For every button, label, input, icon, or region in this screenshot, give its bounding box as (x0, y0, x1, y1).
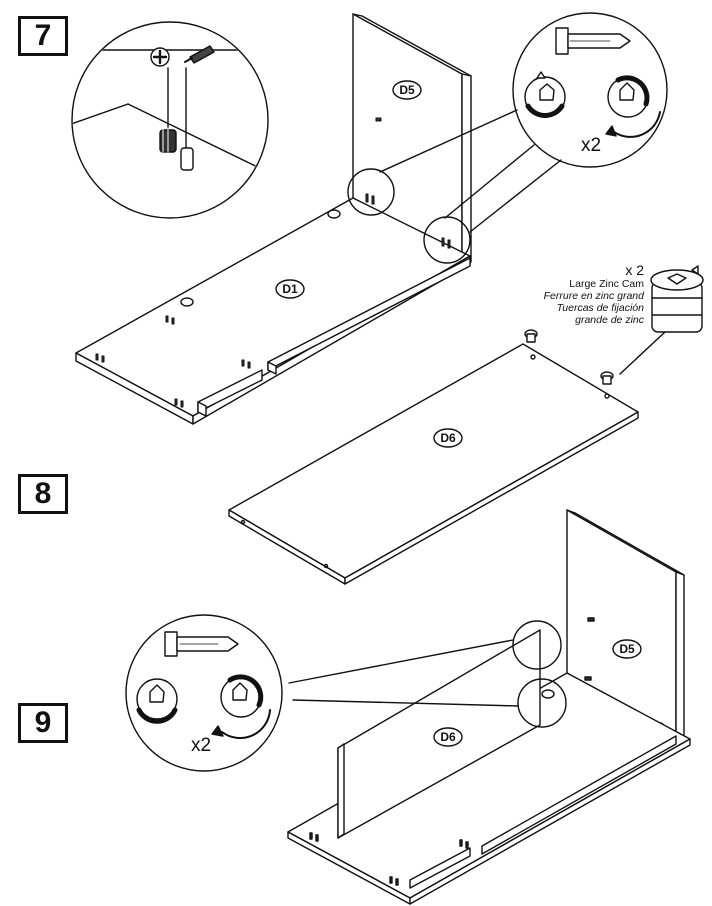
label-d1-ellipse (275, 279, 305, 299)
cam-rotation-detail-step9: x2 (125, 614, 283, 772)
cam-rotation-detail: x2 (379, 12, 668, 233)
panel-d6-flat (228, 343, 639, 585)
joint-detail-circle-1 (347, 168, 395, 216)
phillips-head-icon (150, 47, 170, 67)
hardware-name-es: Tuercas de fijación (556, 302, 644, 314)
label-d6-step9: D6 (440, 730, 456, 744)
cam-screw-icon (159, 127, 177, 153)
dowel-icon (180, 147, 194, 171)
screw-detail-magnifier (71, 21, 269, 219)
hardware-label: x 2 Large Zinc Cam Ferrure en zinc grand… (544, 262, 644, 326)
rotate-arrow-icon-step9 (221, 709, 271, 739)
rotate-arrowhead-icon-step9 (211, 725, 224, 737)
hardware-leader-line (619, 331, 666, 375)
flat-screwdriver-icon (555, 27, 631, 55)
cam-lock-icon-right (607, 75, 650, 118)
label-d6-ellipse (433, 428, 463, 448)
cam-lock-icon-left-step9 (136, 678, 178, 724)
panel-d1-base-step9 (287, 672, 691, 905)
label-d5: D5 (399, 83, 415, 97)
leader-line-2 (292, 699, 519, 707)
joint-detail-circle-4 (517, 678, 567, 728)
step-7-multiplier: x2 (581, 135, 601, 156)
step-7-drawing: x2 D5 D1 (71, 12, 668, 425)
joint-detail-circle-3 (512, 620, 562, 670)
step-9-multiplier: x2 (191, 735, 211, 756)
label-d5-ellipse (392, 80, 422, 100)
hardware-name-en: Large Zinc Cam (569, 278, 644, 290)
hardware-quantity: x 2 (625, 262, 644, 278)
cam-lock-icon-right-step9 (220, 674, 264, 718)
step-8-drawing: D6 (228, 265, 704, 585)
hardware-name-es-2: grande de zinc (575, 314, 644, 326)
label-d6: D6 (440, 431, 456, 445)
step-9-drawing: x2 D5 D6 (125, 509, 691, 905)
panel-d5-upright (352, 13, 472, 263)
flat-screwdriver-icon-step9 (164, 631, 239, 657)
label-d5-step9: D5 (619, 642, 635, 656)
step-9-number: 9 (18, 703, 68, 743)
cam-lock-icon-left (524, 71, 566, 118)
label-d1: D1 (282, 282, 298, 296)
step-8-number: 8 (18, 474, 68, 514)
large-zinc-cam-icon (650, 265, 704, 333)
label-d5-step9-ellipse (612, 639, 642, 659)
rotate-arrow-icon (613, 111, 661, 138)
rotate-arrowhead-icon (605, 125, 617, 137)
hardware-name-fr: Ferrure en zinc grand (543, 290, 644, 302)
panel-d1-base (75, 117, 471, 425)
cam-fitting-icon (524, 329, 614, 385)
leader-line-1 (288, 639, 514, 684)
step-7-number: 7 (18, 16, 68, 56)
screwdriver-icon (184, 45, 215, 64)
label-d6-step9-ellipse (433, 727, 463, 747)
